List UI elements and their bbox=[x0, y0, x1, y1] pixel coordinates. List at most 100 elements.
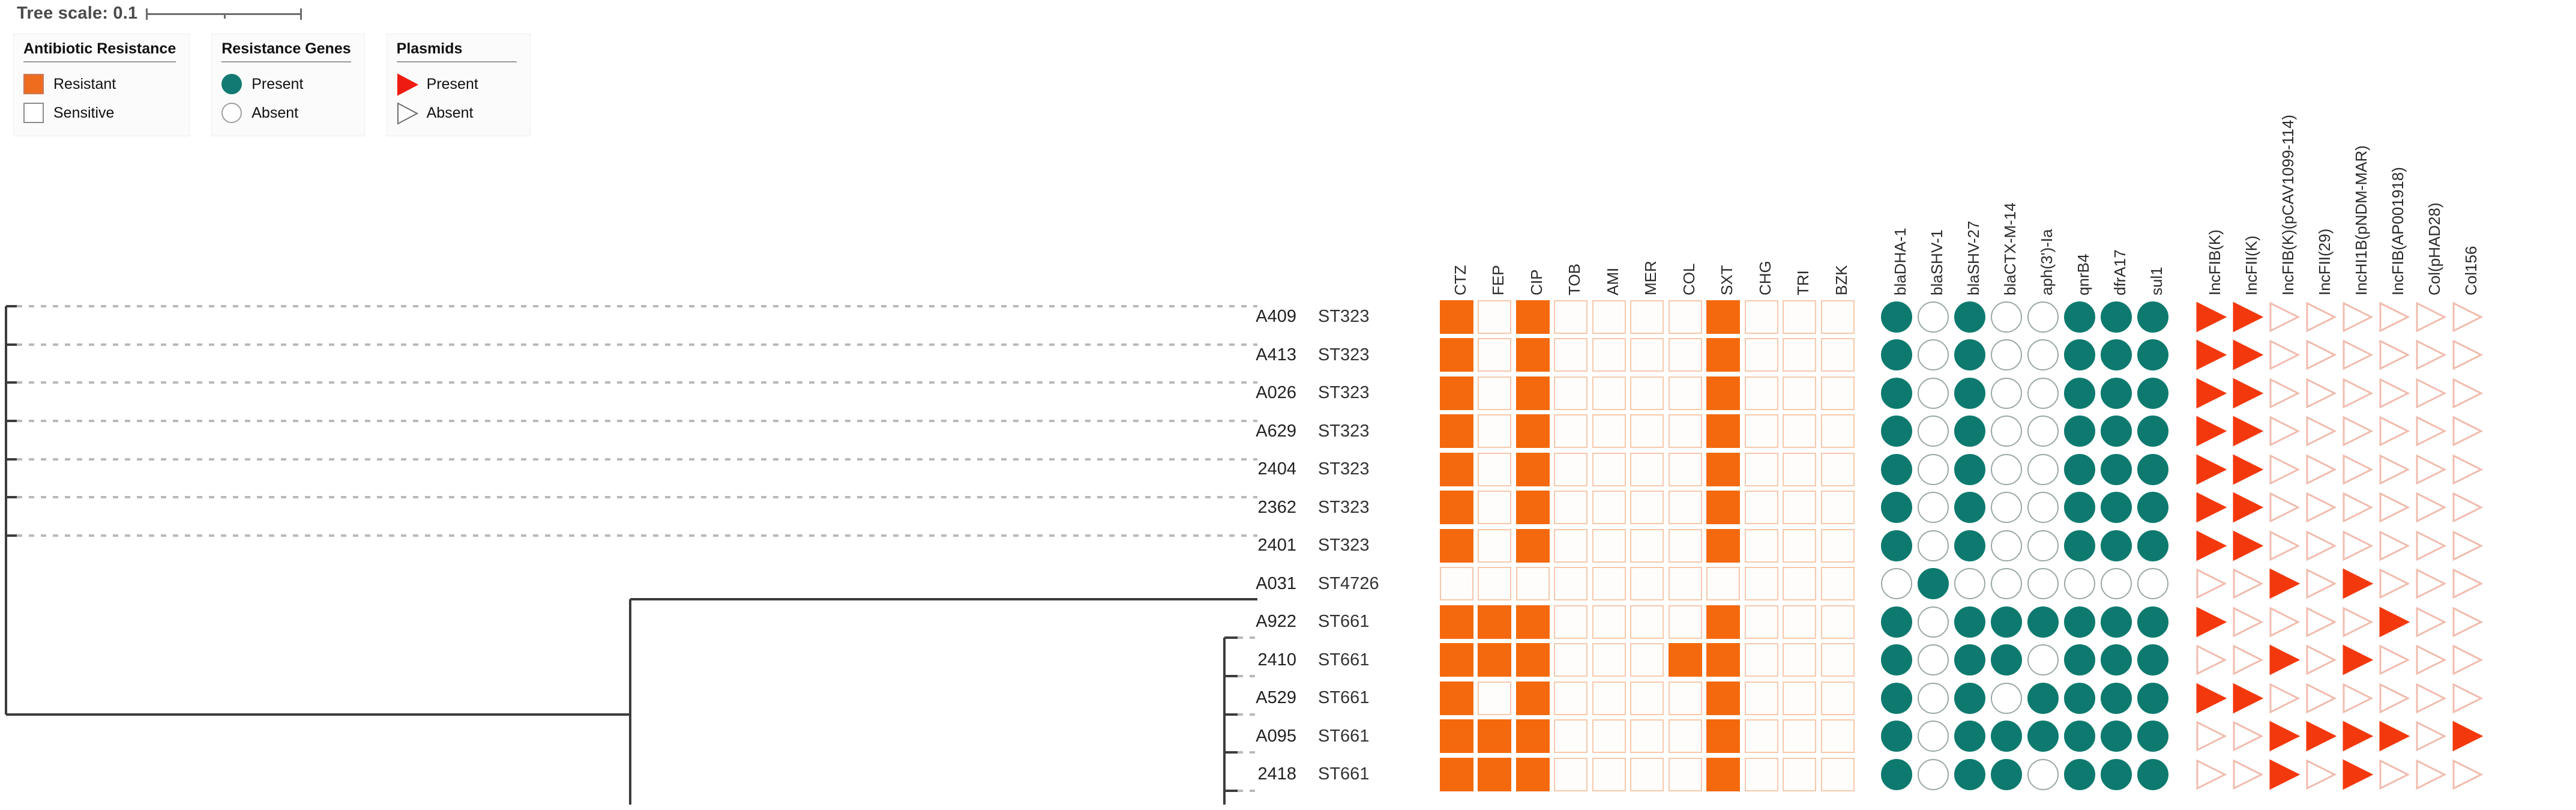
antibiotic-cell[interactable] bbox=[1476, 413, 1514, 451]
plasmid-cell[interactable] bbox=[2449, 489, 2486, 527]
antibiotic-cell[interactable] bbox=[1819, 755, 1857, 794]
plasmid-cell[interactable] bbox=[2266, 298, 2303, 336]
antibiotic-cell[interactable] bbox=[1742, 755, 1781, 794]
plasmid-cell[interactable] bbox=[2230, 603, 2266, 641]
antibiotic-cell[interactable] bbox=[1590, 565, 1628, 603]
plasmid-cell[interactable] bbox=[2303, 755, 2340, 794]
antibiotic-cell[interactable] bbox=[1819, 336, 1857, 375]
gene-cell[interactable] bbox=[1879, 755, 1915, 794]
antibiotic-cell[interactable] bbox=[1590, 679, 1628, 718]
antibiotic-cell[interactable] bbox=[1628, 641, 1667, 680]
antibiotic-cell[interactable] bbox=[1742, 718, 1781, 756]
plasmid-cell[interactable] bbox=[2376, 450, 2413, 489]
plasmid-cell[interactable] bbox=[2376, 603, 2413, 641]
antibiotic-cell[interactable] bbox=[1476, 336, 1514, 375]
gene-cell[interactable] bbox=[1952, 718, 1988, 756]
antibiotic-cell[interactable] bbox=[1666, 641, 1705, 680]
gene-cell[interactable] bbox=[2025, 450, 2062, 489]
antibiotic-cell[interactable] bbox=[1742, 450, 1781, 489]
plasmid-cell[interactable] bbox=[2376, 527, 2413, 565]
antibiotic-cell[interactable] bbox=[1705, 413, 1743, 451]
plasmid-cell[interactable] bbox=[2413, 413, 2449, 451]
plasmid-cell[interactable] bbox=[2413, 718, 2449, 756]
antibiotic-cell[interactable] bbox=[1666, 718, 1705, 756]
gene-cell[interactable] bbox=[1988, 336, 2025, 375]
plasmid-cell[interactable] bbox=[2340, 298, 2376, 336]
plasmid-cell[interactable] bbox=[2340, 527, 2376, 565]
plasmid-cell[interactable] bbox=[2303, 679, 2340, 718]
antibiotic-cell[interactable] bbox=[1552, 718, 1590, 756]
plasmid-cell[interactable] bbox=[2413, 527, 2449, 565]
gene-cell[interactable] bbox=[1952, 374, 1988, 413]
gene-cell[interactable] bbox=[2098, 641, 2135, 680]
plasmid-cell[interactable] bbox=[2340, 603, 2376, 641]
antibiotic-cell[interactable] bbox=[1514, 298, 1552, 336]
antibiotic-cell[interactable] bbox=[1552, 450, 1590, 489]
antibiotic-cell[interactable] bbox=[1552, 489, 1590, 527]
plasmid-cell[interactable] bbox=[2266, 527, 2303, 565]
antibiotic-cell[interactable] bbox=[1437, 413, 1476, 451]
gene-cell[interactable] bbox=[2062, 413, 2098, 451]
plasmid-cell[interactable] bbox=[2193, 298, 2230, 336]
gene-cell[interactable] bbox=[2025, 755, 2062, 794]
antibiotic-cell[interactable] bbox=[1666, 679, 1705, 718]
gene-cell[interactable] bbox=[2025, 489, 2062, 527]
gene-cell[interactable] bbox=[1988, 679, 2025, 718]
plasmid-cell[interactable] bbox=[2340, 489, 2376, 527]
antibiotic-cell[interactable] bbox=[1628, 679, 1667, 718]
plasmid-cell[interactable] bbox=[2193, 489, 2230, 527]
antibiotic-cell[interactable] bbox=[1742, 603, 1781, 641]
antibiotic-cell[interactable] bbox=[1552, 603, 1590, 641]
antibiotic-cell[interactable] bbox=[1514, 489, 1552, 527]
plasmid-cell[interactable] bbox=[2340, 718, 2376, 756]
gene-cell[interactable] bbox=[1915, 298, 1952, 336]
plasmid-cell[interactable] bbox=[2449, 298, 2486, 336]
antibiotic-cell[interactable] bbox=[1781, 641, 1819, 680]
gene-cell[interactable] bbox=[2025, 298, 2062, 336]
antibiotic-cell[interactable] bbox=[1476, 565, 1514, 603]
antibiotic-cell[interactable] bbox=[1514, 755, 1552, 794]
gene-cell[interactable] bbox=[2062, 641, 2098, 680]
plasmid-cell[interactable] bbox=[2303, 489, 2340, 527]
antibiotic-cell[interactable] bbox=[1514, 527, 1552, 565]
antibiotic-cell[interactable] bbox=[1705, 450, 1743, 489]
antibiotic-cell[interactable] bbox=[1819, 413, 1857, 451]
antibiotic-cell[interactable] bbox=[1437, 679, 1476, 718]
gene-cell[interactable] bbox=[2062, 755, 2098, 794]
gene-cell[interactable] bbox=[1952, 565, 1988, 603]
gene-cell[interactable] bbox=[2025, 527, 2062, 565]
plasmid-cell[interactable] bbox=[2340, 413, 2376, 451]
plasmid-cell[interactable] bbox=[2266, 565, 2303, 603]
antibiotic-cell[interactable] bbox=[1742, 298, 1781, 336]
antibiotic-cell[interactable] bbox=[1476, 603, 1514, 641]
gene-cell[interactable] bbox=[1879, 527, 1915, 565]
antibiotic-cell[interactable] bbox=[1590, 755, 1628, 794]
antibiotic-cell[interactable] bbox=[1628, 413, 1667, 451]
plasmid-cell[interactable] bbox=[2449, 603, 2486, 641]
antibiotic-cell[interactable] bbox=[1781, 374, 1819, 413]
antibiotic-cell[interactable] bbox=[1705, 603, 1743, 641]
antibiotic-cell[interactable] bbox=[1476, 450, 1514, 489]
gene-cell[interactable] bbox=[2025, 413, 2062, 451]
plasmid-cell[interactable] bbox=[2266, 374, 2303, 413]
antibiotic-cell[interactable] bbox=[1590, 413, 1628, 451]
plasmid-cell[interactable] bbox=[2449, 374, 2486, 413]
gene-cell[interactable] bbox=[1952, 603, 1988, 641]
antibiotic-cell[interactable] bbox=[1781, 489, 1819, 527]
antibiotic-cell[interactable] bbox=[1437, 374, 1476, 413]
antibiotic-cell[interactable] bbox=[1819, 489, 1857, 527]
plasmid-cell[interactable] bbox=[2230, 718, 2266, 756]
antibiotic-cell[interactable] bbox=[1476, 298, 1514, 336]
gene-cell[interactable] bbox=[1988, 413, 2025, 451]
gene-cell[interactable] bbox=[1988, 755, 2025, 794]
plasmid-cell[interactable] bbox=[2449, 336, 2486, 375]
plasmid-cell[interactable] bbox=[2303, 336, 2340, 375]
antibiotic-cell[interactable] bbox=[1666, 298, 1705, 336]
gene-cell[interactable] bbox=[1915, 603, 1952, 641]
antibiotic-cell[interactable] bbox=[1590, 718, 1628, 756]
plasmid-cell[interactable] bbox=[2193, 450, 2230, 489]
plasmid-cell[interactable] bbox=[2230, 755, 2266, 794]
